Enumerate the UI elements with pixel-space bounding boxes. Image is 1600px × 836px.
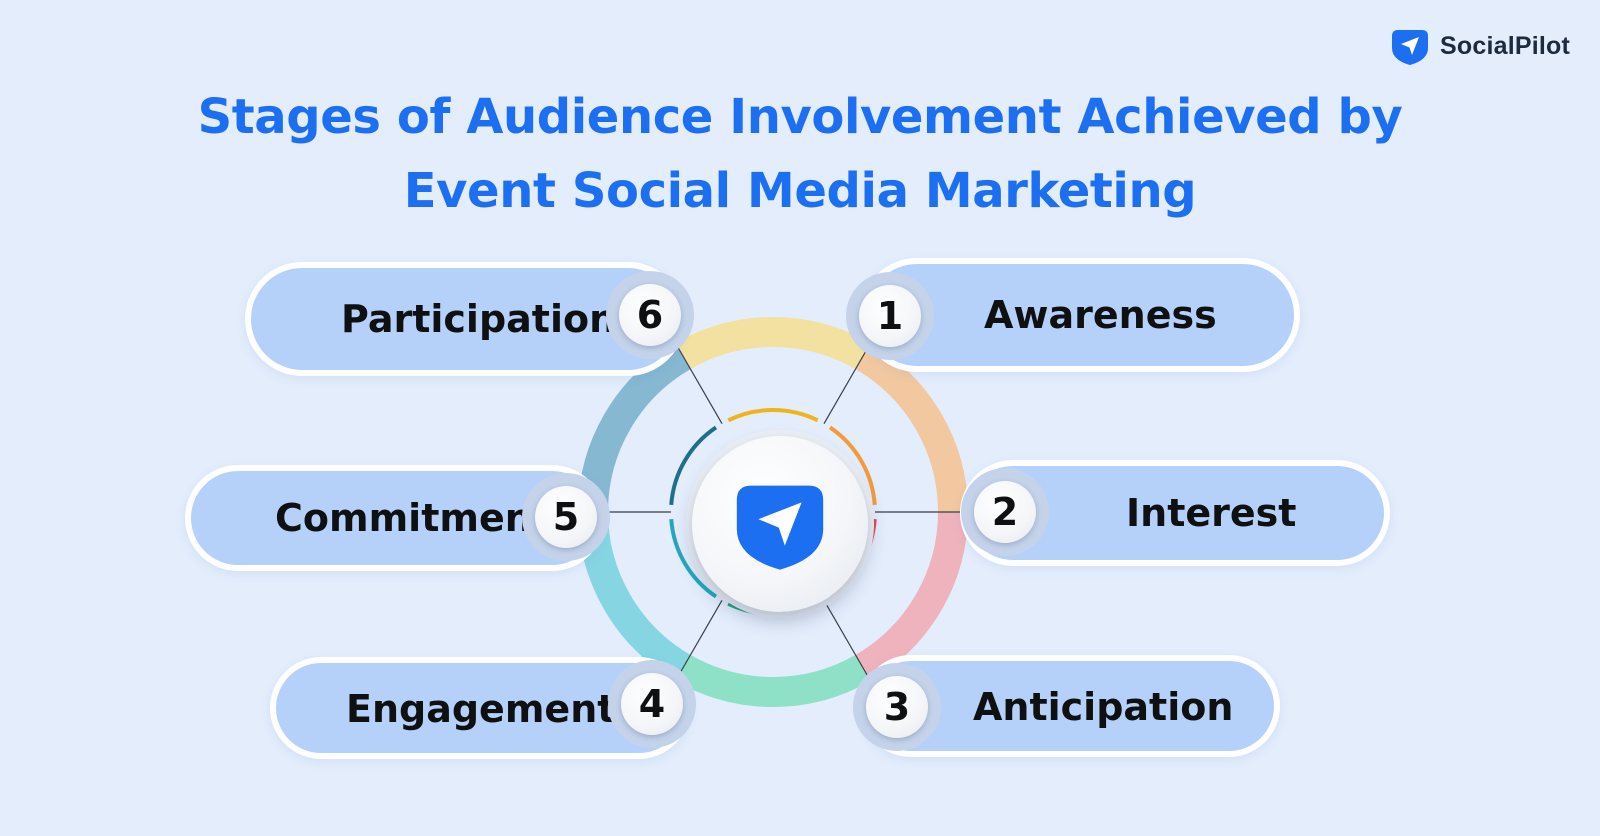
spoke-line — [823, 342, 872, 424]
inner-arc-awareness — [828, 425, 877, 506]
inner-arc-anticipation — [727, 601, 819, 616]
ring-segment-engagement — [578, 511, 691, 681]
spoke-line — [674, 600, 723, 682]
title-line-1: Stages of Audience Involvement Achieved … — [197, 89, 1403, 145]
title-line-2: Event Social Media Marketing — [403, 163, 1197, 219]
paper-plane-icon — [736, 485, 824, 570]
stage-badge-1: 1 — [846, 272, 934, 360]
paper-plane-icon — [1392, 30, 1428, 65]
spoke-line — [674, 342, 723, 424]
stage-label-anticipation: Anticipation — [973, 685, 1234, 729]
spokes — [578, 342, 968, 682]
ring-segment-commitment — [578, 343, 691, 513]
stage-label-awareness: Awareness — [984, 293, 1217, 337]
ring-segment-anticipation — [675, 654, 871, 707]
center-hub — [692, 436, 868, 612]
inner-arc-participation — [727, 408, 819, 423]
stage-badge-6: 6 — [606, 271, 694, 359]
stage-number-3: 3 — [866, 676, 928, 738]
inner-ring — [669, 408, 877, 616]
stage-badge-5: 5 — [522, 473, 610, 561]
stage-label-interest: Interest — [1126, 491, 1297, 535]
brand-name: SocialPilot — [1440, 31, 1571, 60]
stage-number-4: 4 — [621, 673, 683, 735]
stage-number-5: 5 — [535, 486, 597, 548]
inner-arc-engagement — [669, 518, 718, 599]
inner-arc-interest — [828, 518, 877, 599]
stage-label-participation: Participation — [341, 297, 617, 341]
stage-label-engagement: Engagement — [346, 687, 616, 731]
ring-segment-interest — [855, 511, 968, 681]
ring-segment-participation — [675, 317, 871, 370]
stage-number-6: 6 — [619, 284, 681, 346]
stage-badge-3: 3 — [853, 663, 941, 751]
inner-arc-commitment — [669, 425, 718, 506]
stage-number-1: 1 — [859, 285, 921, 347]
spoke-line — [823, 600, 872, 682]
stage-pill-participation: Participation — [245, 262, 685, 376]
stage-label-commitment: Commitment — [275, 496, 550, 540]
stage-badge-2: 2 — [961, 468, 1049, 556]
brand-logo: SocialPilot — [1390, 24, 1570, 68]
stage-badge-4: 4 — [608, 660, 696, 748]
ring-segment-awareness — [855, 343, 968, 513]
stage-number-2: 2 — [974, 481, 1036, 543]
page-title: Stages of Audience Involvement Achieved … — [0, 80, 1600, 228]
